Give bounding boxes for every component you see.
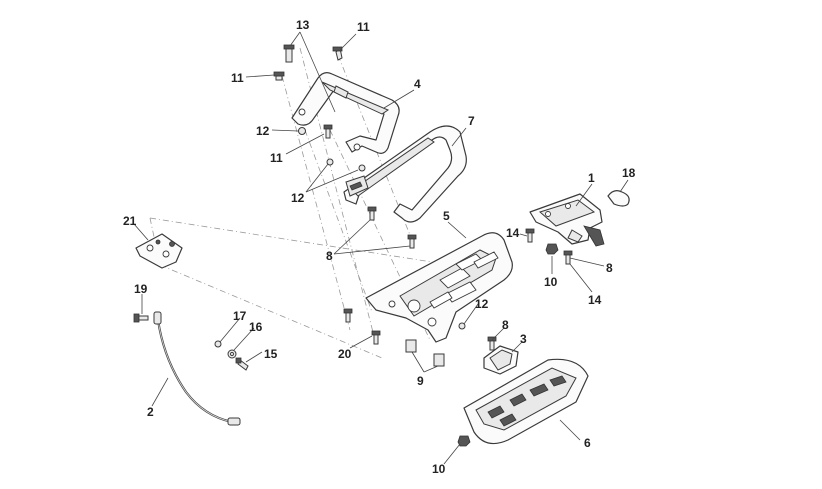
callout-21: 21 (123, 214, 137, 228)
callout-8: 8 (326, 249, 333, 263)
part-carrier-plate (365, 232, 513, 343)
part-grab-handle (291, 72, 400, 154)
callout-5: 5 (443, 209, 450, 223)
callout-12: 12 (475, 297, 489, 311)
bolt-8a (367, 206, 377, 221)
part-lower-tray (463, 358, 589, 445)
callout-20: 20 (338, 347, 352, 361)
callout-4: 4 (414, 77, 421, 91)
callout-8: 8 (606, 261, 613, 275)
bolt-20 (343, 308, 381, 345)
bolt-8c (487, 336, 497, 351)
callouts: 13 11 11 4 12 11 7 12 1 18 21 5 14 8 8 1… (123, 18, 636, 476)
callout-8: 8 (502, 318, 509, 332)
bolt-19 (133, 313, 149, 323)
callout-2: 2 (147, 405, 154, 419)
nut-10b (457, 435, 471, 447)
callout-10: 10 (544, 275, 558, 289)
leader-lines (133, 31, 629, 465)
callout-18: 18 (622, 166, 636, 180)
callout-3: 3 (520, 332, 527, 346)
bolt-8d (563, 250, 573, 265)
callout-1: 1 (588, 171, 595, 185)
nut-12b (326, 158, 366, 172)
callout-14: 14 (506, 226, 520, 240)
bolt-8b (407, 234, 417, 249)
washer-16 (227, 349, 237, 359)
callout-17: 17 (233, 309, 247, 323)
callout-11: 11 (231, 71, 244, 85)
part-rack-frame (343, 125, 467, 223)
bushing-9 (405, 339, 445, 367)
washer-17 (214, 340, 222, 348)
callout-15: 15 (264, 347, 278, 361)
callout-19: 19 (134, 282, 148, 296)
callout-11: 11 (357, 20, 370, 34)
callout-14: 14 (588, 293, 602, 307)
callout-12: 12 (291, 191, 305, 205)
nut-10a (545, 243, 559, 255)
callout-6: 6 (584, 436, 591, 450)
bolt-11-mid (323, 124, 333, 139)
bolt-11-left (273, 71, 285, 81)
bolt-11-top (332, 46, 343, 61)
fasteners (133, 44, 573, 447)
bolt-15 (235, 357, 249, 371)
callout-13: 13 (296, 18, 310, 32)
nut-12a (298, 127, 306, 135)
callout-10: 10 (432, 462, 446, 476)
callout-9: 9 (417, 374, 424, 388)
part-cover-pad (483, 345, 519, 375)
bolt-14a (525, 228, 535, 243)
nut-12c (458, 322, 466, 330)
callout-11: 11 (270, 151, 283, 165)
part-bracket-assembly (529, 193, 605, 247)
callout-7: 7 (468, 114, 475, 128)
part-label (607, 190, 630, 207)
callout-16: 16 (249, 320, 263, 334)
part-mounting-plate (135, 233, 183, 269)
callout-12: 12 (256, 124, 270, 138)
part-cable (153, 311, 241, 426)
bolt-13 (283, 44, 295, 63)
